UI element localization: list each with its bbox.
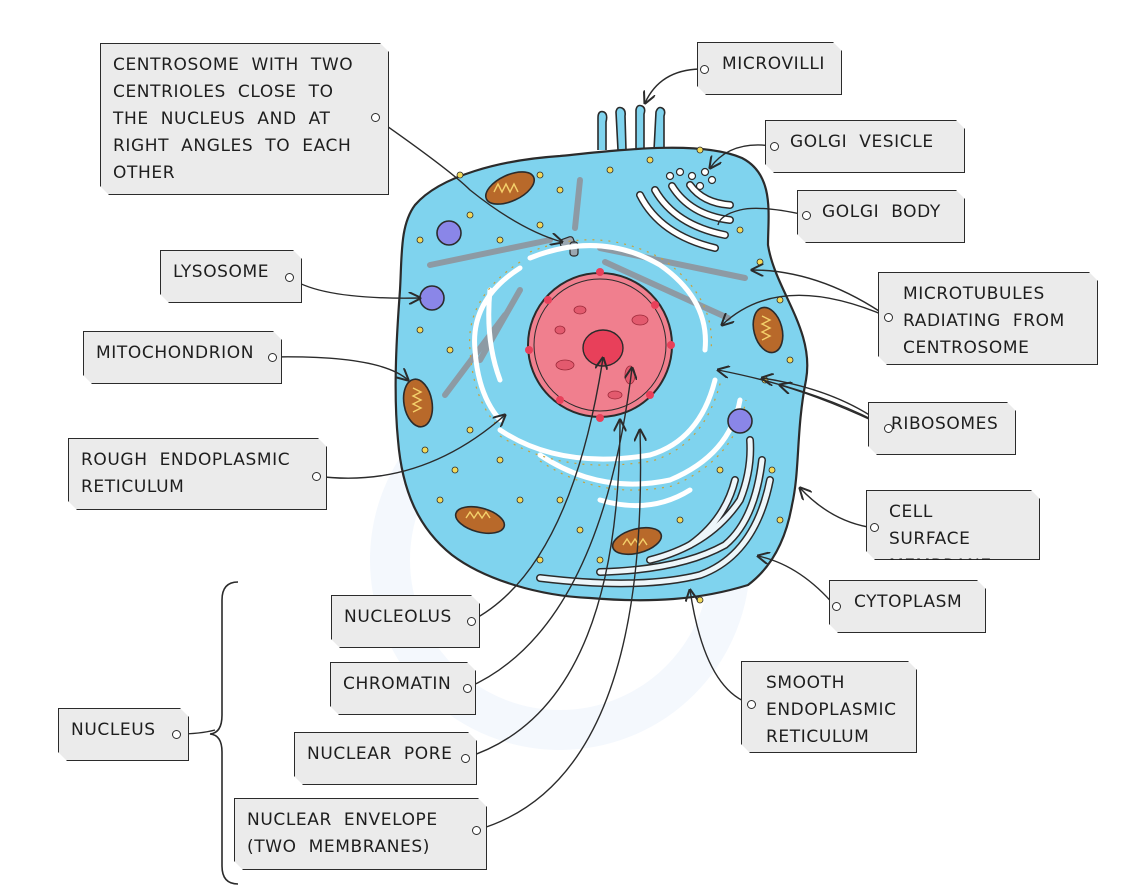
connector-dot (467, 617, 476, 626)
label-smooth-er: SMOOTH ENDOPLASMIC RETICULUM (741, 661, 917, 753)
label-nuclear-pore: NUCLEAR PORE (294, 732, 477, 785)
label-microtubules-text: MICROTUBULES RADIATING FROM CENTROSOME (903, 284, 1065, 358)
label-nucleus: NUCLEUS (58, 708, 189, 761)
label-smooth-er-text: SMOOTH ENDOPLASMIC RETICULUM (766, 673, 897, 747)
connector-dot (832, 602, 841, 611)
label-lysosome: LYSOSOME (160, 250, 302, 303)
connector-dot (463, 684, 472, 693)
mitochondria (402, 171, 784, 556)
label-rough-er: ROUGH ENDOPLASMIC RETICULUM (68, 438, 327, 510)
label-microtubules: MICROTUBULES RADIATING FROM CENTROSOME (878, 272, 1098, 365)
label-lysosome-text: LYSOSOME (173, 262, 270, 282)
leader-lines (177, 68, 889, 831)
connector-dot (870, 523, 879, 532)
label-nucleus-text: NUCLEUS (71, 720, 156, 740)
label-cytoplasm: CYTOPLASM (829, 580, 986, 633)
connector-dot (172, 730, 181, 739)
label-nuclear-pore-text: NUCLEAR PORE (307, 744, 453, 764)
connector-dot (285, 273, 294, 282)
connector-dot (802, 211, 811, 220)
connector-dot (700, 65, 709, 74)
label-chromatin: CHROMATIN (330, 662, 476, 715)
mitochondria-cristae (411, 182, 772, 547)
label-golgi-body: GOLGI BODY (797, 190, 965, 243)
label-golgi-vesicle-text: GOLGI VESICLE (790, 132, 934, 152)
golgi-vesicles (665, 167, 717, 191)
label-cell-surface-membrane: CELL SURFACE MEMBRANE (866, 490, 1040, 560)
label-centrosome: CENTROSOME WITH TWO CENTRIOLES CLOSE TO … (100, 43, 389, 195)
golgi-body (636, 181, 734, 252)
nucleus-bracket (209, 581, 239, 885)
connector-dot (312, 472, 321, 481)
label-nucleolus: NUCLEOLUS (331, 595, 480, 648)
label-golgi-body-text: GOLGI BODY (822, 202, 941, 222)
connector-dot (884, 424, 893, 433)
connector-dot (268, 353, 277, 362)
label-mitochondrion: MITOCHONDRION (83, 331, 282, 384)
connector-dot (747, 700, 756, 709)
label-nuclear-envelope-text: NUCLEAR ENVELOPE (TWO MEMBRANES) (247, 810, 438, 857)
label-golgi-vesicle: GOLGI VESICLE (765, 120, 965, 173)
label-nucleolus-text: NUCLEOLUS (344, 607, 452, 627)
label-rough-er-text: ROUGH ENDOPLASMIC RETICULUM (81, 450, 291, 497)
label-nuclear-envelope: NUCLEAR ENVELOPE (TWO MEMBRANES) (234, 798, 487, 870)
connector-dot (884, 313, 893, 322)
rough-er (468, 239, 747, 509)
label-centrosome-text: CENTROSOME WITH TWO CENTRIOLES CLOSE TO … (113, 55, 354, 183)
label-chromatin-text: CHROMATIN (343, 674, 452, 694)
nuclear-pores (525, 268, 675, 422)
connector-dot (770, 142, 779, 151)
microvilli (597, 104, 666, 151)
label-microvilli-text: MICROVILLI (722, 54, 826, 74)
label-cytoplasm-text: CYTOPLASM (854, 592, 963, 612)
connector-dot (472, 826, 481, 835)
smooth-er (536, 436, 774, 588)
microtubules (427, 177, 748, 398)
nucleus (525, 268, 675, 422)
connector-dot (371, 113, 380, 122)
label-microvilli: MICROVILLI (697, 42, 842, 95)
label-mitochondrion-text: MITOCHONDRION (96, 343, 255, 363)
label-ribosomes: RIBOSOMES (868, 402, 1016, 455)
label-ribosomes-text: RIBOSOMES (891, 414, 999, 434)
connector-dot (461, 754, 470, 763)
lysosomes (419, 220, 753, 434)
